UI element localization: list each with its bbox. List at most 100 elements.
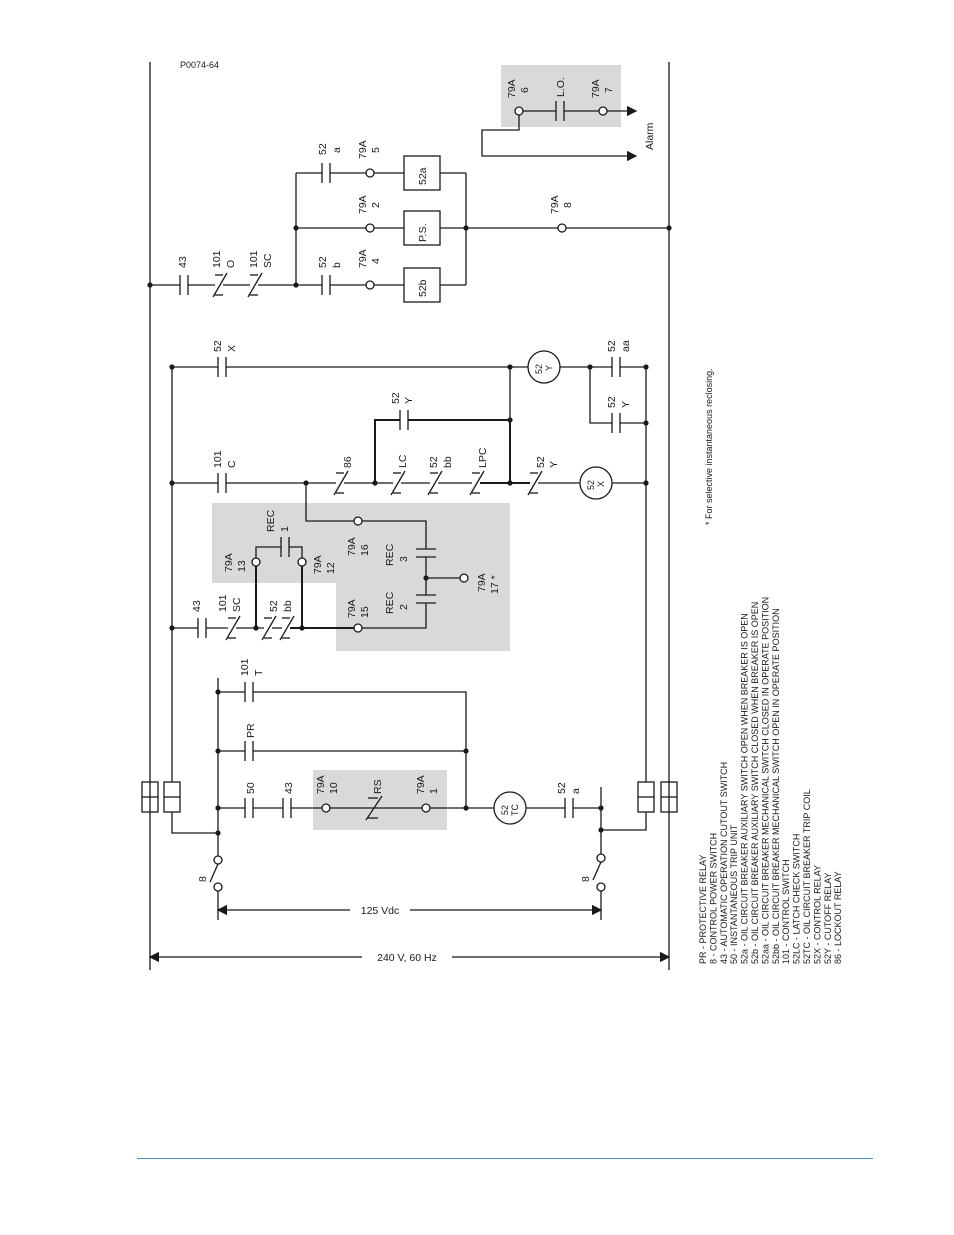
label-Y: Y <box>403 397 415 404</box>
label-52: 52 <box>390 392 402 404</box>
label-79a: 79A <box>357 140 369 159</box>
junction <box>587 364 593 370</box>
junction <box>507 480 513 486</box>
label-79a: 79A <box>346 537 358 556</box>
coil-52x-label-x: X <box>596 481 606 487</box>
label-52: 52 <box>268 600 280 612</box>
junction <box>303 480 309 486</box>
junction <box>463 748 469 754</box>
label-T: T <box>253 669 265 676</box>
junction <box>215 830 221 836</box>
switch-8-left-label: 8 <box>197 876 209 882</box>
label-101: 101 <box>211 250 223 268</box>
label-17: 17 * <box>489 575 501 594</box>
label-1: 1 <box>279 526 291 532</box>
label-a: a <box>331 147 343 153</box>
label-43: 43 <box>191 600 203 612</box>
legend-entry: 52X - CONTROL RELAY <box>812 865 822 964</box>
label-7: 7 <box>603 87 615 93</box>
label-bb: bb <box>442 456 454 468</box>
terminal-79a-10 <box>321 803 331 813</box>
terminal-79a-8 <box>557 223 567 233</box>
label-52: 52 <box>428 456 440 468</box>
label-101: 101 <box>248 250 260 268</box>
legend-entry: 43 - AUTOMATIC OPERATION CUTOUT SWITCH <box>719 762 729 964</box>
dc-feed-left <box>171 812 218 834</box>
switch-8-right <box>592 830 606 900</box>
label-52: 52 <box>317 143 329 155</box>
junction <box>507 364 513 370</box>
switch-8-left <box>209 833 223 900</box>
terminal-79a-16 <box>353 516 363 526</box>
label-LO: L.O. <box>555 77 567 97</box>
label-52: 52 <box>556 782 568 794</box>
contact-pr <box>218 741 466 761</box>
label-3: 3 <box>398 556 410 562</box>
alarm-circuit <box>481 101 638 162</box>
label-79a: 79A <box>357 249 369 268</box>
label-43: 43 <box>283 782 295 794</box>
fuse-left-outer <box>141 781 159 813</box>
label-REC: REC <box>265 509 277 532</box>
label-SC: SC <box>231 597 243 612</box>
alarm-label: Alarm <box>644 122 656 150</box>
junction <box>643 364 649 370</box>
label-79a: 79A <box>476 573 488 592</box>
footer-rule <box>137 1158 873 1159</box>
rec1-contact <box>255 537 303 558</box>
relay-ps <box>403 210 441 246</box>
label-101: 101 <box>239 658 251 676</box>
coil-52x-label-52: 52 <box>586 480 596 490</box>
label-52: 52 <box>606 340 618 352</box>
label-REC: REC <box>384 543 396 566</box>
label-C: C <box>226 460 238 468</box>
legend-entry: PR - PROTECTIVE RELAY <box>698 855 708 964</box>
relay-ps-label: P.S. <box>417 224 429 243</box>
rec2-rec3-network <box>305 483 460 629</box>
junction <box>598 827 604 833</box>
label-52: 52 <box>212 340 224 352</box>
relay-52a-label: 52a <box>417 167 429 185</box>
coil-52x <box>579 466 613 500</box>
fuse-left-inner <box>163 781 181 813</box>
label-79a: 79A <box>357 195 369 214</box>
label-2: 2 <box>398 604 410 610</box>
legend-entry: 52b - OIL CIRCUIT BREAKER AUXILIARY SWIT… <box>750 602 760 964</box>
legend-entry: 52TC - OIL CIRCUIT BREAKER TRIP COIL <box>802 789 812 964</box>
coil-52y-label-y: Y <box>544 365 554 371</box>
label-16: 16 <box>359 544 371 556</box>
terminal-79a-1 <box>421 803 431 813</box>
label-REC: REC <box>384 591 396 614</box>
terminal-79a-13 <box>251 557 261 567</box>
label-8: 8 <box>562 202 574 208</box>
legend-entry: 52a - OIL CIRCUIT BREAKER AUXILIARY SWIT… <box>740 613 750 964</box>
reclose-line <box>172 562 354 641</box>
legend-entry: 52bb - OIL CIRCUIT BREAKER MECHANICAL SW… <box>771 608 781 964</box>
label-52: 52 <box>535 456 547 468</box>
coil-52tc-label-52: 52 <box>500 805 510 815</box>
coil-52y-label-52: 52 <box>534 364 544 374</box>
legend-entry: 52LC - LATCH CHECK SWITCH <box>792 834 802 964</box>
shade-rec-block-upper <box>212 503 510 583</box>
legend-entry: 52aa - OIL CIRCUIT BREAKER MECHANICAL SW… <box>760 597 770 964</box>
label-52: 52 <box>317 256 329 268</box>
legend-entry: 101 - CONTROL SWITCH <box>781 859 791 964</box>
label-Y: Y <box>620 401 632 408</box>
legend-entry: 8 - CONTROL POWER SWITCH <box>708 833 718 964</box>
label-15: 15 <box>359 606 371 618</box>
label-79a: 79A <box>315 775 327 794</box>
junction <box>372 480 378 486</box>
label-79a: 79A <box>346 599 358 618</box>
coil-52tc <box>493 791 527 825</box>
label-LC: LC <box>397 454 409 468</box>
terminal-79a-17 <box>459 573 469 583</box>
terminal-79a-7 <box>598 106 608 116</box>
contact-101-t <box>218 682 467 808</box>
label-79a: 79A <box>312 555 324 574</box>
label-2: 2 <box>370 202 382 208</box>
terminal-79a-15 <box>353 623 363 633</box>
label-LPC: LPC <box>477 447 489 468</box>
junction <box>423 575 429 581</box>
label-50: 50 <box>245 782 257 794</box>
label-bb: bb <box>282 600 294 612</box>
